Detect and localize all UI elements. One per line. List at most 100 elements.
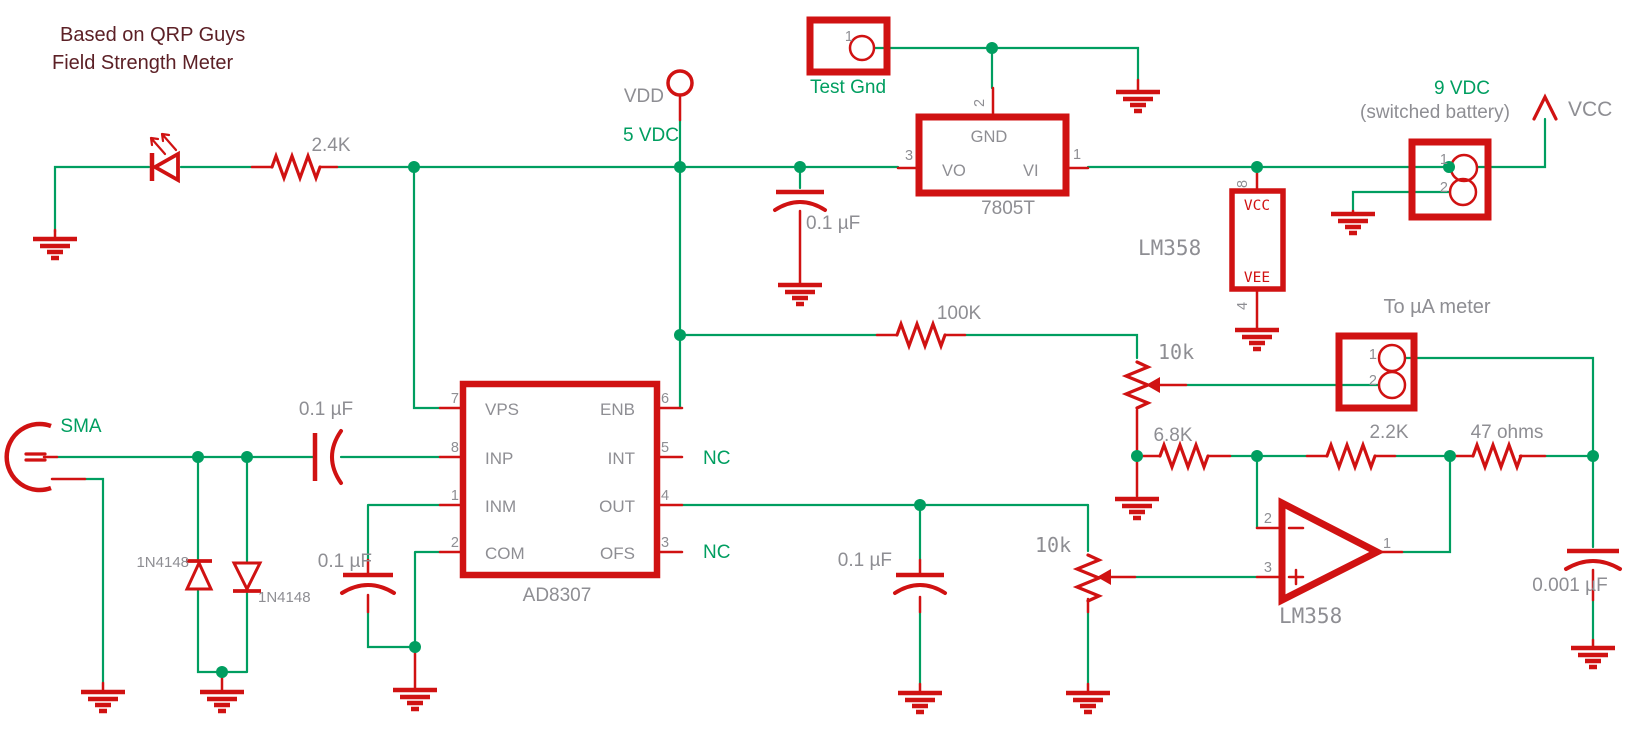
cap-out-value: 0.1 µF [838, 550, 892, 571]
opamp-pin2-number: 2 [1264, 511, 1272, 527]
opamp-power-vcc: VCC [1244, 198, 1270, 214]
resistor-6k8-value: 6.8K [1153, 425, 1192, 446]
vcc-arrow [1532, 93, 1558, 121]
cap-input [312, 429, 343, 485]
diode2-value: 1N4148 [258, 589, 311, 606]
ad8307-pin-inp: INP [485, 449, 513, 468]
cap-inm [340, 572, 396, 595]
sma-connector [4, 421, 59, 493]
meter-label: To µA meter [1383, 296, 1490, 318]
gnd-reg-cap [778, 285, 822, 304]
ad8307-name: AD8307 [523, 585, 592, 606]
vdd-net-label: 5 VDC [623, 125, 679, 146]
ad8307-num-7: 7 [451, 391, 459, 407]
diode1-value: 1N4148 [136, 554, 189, 571]
ad8307-num-6: 6 [661, 391, 669, 407]
gnd-diodes [200, 692, 244, 711]
pot-top-10k [1121, 360, 1160, 410]
gnd-opamp-vee [1235, 330, 1279, 349]
gnd-filter-cap [1571, 648, 1615, 667]
noninverting-sign [1287, 568, 1305, 586]
cap-filter-value: 0.001 µF [1532, 575, 1607, 596]
opamp-pin1-number: 1 [1383, 536, 1391, 552]
meter-pin1-number: 1 [1369, 347, 1377, 363]
opamp-power-name: LM358 [1138, 236, 1201, 260]
opamp-power-pin4-number: 4 [1235, 302, 1251, 310]
vcc-net-label: 9 VDC [1434, 78, 1490, 99]
ad8307-pin-com: COM [485, 544, 525, 563]
test-gnd-pin-number: 1 [845, 29, 853, 45]
ad8307-num-1: 1 [451, 488, 459, 504]
ad8307-pin-ofs: OFS [600, 544, 635, 563]
vdd-symbol [666, 69, 694, 97]
ad8307-num-3: 3 [661, 535, 669, 551]
gnd-pot-bottom [1066, 693, 1110, 712]
vdd-label: VDD [624, 86, 664, 107]
pot-bottom-10k [1072, 553, 1111, 603]
opamp-lm358 [1278, 497, 1385, 606]
nc-label-int: NC [703, 448, 730, 469]
battery-pin1-number: 1 [1440, 152, 1448, 168]
diode-2 [231, 561, 263, 593]
cap-reg [773, 189, 827, 212]
regulator-name: 7805T [981, 198, 1035, 219]
ad8307-pin-vps: VPS [485, 400, 519, 419]
gnd-divider [1115, 499, 1159, 518]
regulator-pin-vi: VI [1023, 162, 1039, 180]
resistor-47-value: 47 ohms [1471, 422, 1544, 443]
sma-label: SMA [60, 416, 102, 437]
gnd-out-cap [898, 693, 942, 712]
resistor-2k2 [1325, 440, 1377, 472]
ground-symbols [33, 92, 1615, 712]
regulator-pin-vo: VO [942, 162, 966, 180]
battery-pin2-number: 2 [1440, 180, 1448, 196]
regulator-pin-gnd: GND [971, 128, 1008, 146]
title-line1: Based on QRP Guys [60, 24, 245, 46]
opamp-name: LM358 [1279, 604, 1342, 628]
resistor-2k4 [270, 151, 322, 183]
pot-bottom-value: 10k [1035, 533, 1071, 557]
resistor-47 [1471, 440, 1523, 472]
battery-connector [1408, 138, 1492, 221]
regulator-pin1-number: 1 [1073, 147, 1081, 163]
ad8307-num-2: 2 [451, 535, 459, 551]
pot-top-value: 10k [1158, 340, 1194, 364]
regulator-pin2-number: 2 [972, 99, 988, 107]
opamp-pin3-number: 3 [1264, 560, 1272, 576]
ad8307-num-5: 5 [661, 440, 669, 456]
gnd-led [33, 239, 77, 258]
gnd-sma [81, 692, 125, 711]
diode-1 [184, 559, 214, 591]
vcc-label: VCC [1568, 98, 1612, 121]
cap-input-value: 0.1 µF [299, 399, 353, 420]
opamp-power-vee: VEE [1244, 270, 1270, 286]
ic-ad8307 [459, 380, 661, 579]
ad8307-pin-inm: INM [485, 497, 516, 516]
resistor-100k [895, 319, 947, 351]
opamp-power-pin8-number: 8 [1235, 180, 1251, 188]
regulator-7805 [915, 113, 1070, 197]
nc-label-ofs: NC [703, 542, 730, 563]
opamp-power-block [1229, 188, 1286, 292]
ad8307-pin-int: INT [608, 449, 635, 468]
cap-inm-value: 0.1 µF [318, 551, 372, 572]
component-leads [50, 78, 1595, 693]
gnd-battery [1331, 214, 1375, 233]
ad8307-pin-enb: ENB [600, 400, 635, 419]
test-gnd-connector [806, 16, 891, 76]
meter-connector [1335, 332, 1418, 412]
regulator-pin3-number: 3 [905, 148, 913, 164]
led [149, 132, 180, 184]
vcc-note-label: (switched battery) [1360, 102, 1510, 123]
wires [53, 46, 1595, 686]
ad8307-pin-out: OUT [599, 497, 635, 516]
test-gnd-label: Test Gnd [810, 77, 886, 98]
ad8307-num-4: 4 [661, 488, 669, 504]
title-line2: Field Strength Meter [52, 52, 234, 74]
cap-reg-value: 0.1 µF [806, 213, 860, 234]
resistor-2k4-value: 2.4K [311, 135, 350, 156]
meter-pin2-number: 2 [1369, 373, 1377, 389]
ad8307-num-8: 8 [451, 440, 459, 456]
